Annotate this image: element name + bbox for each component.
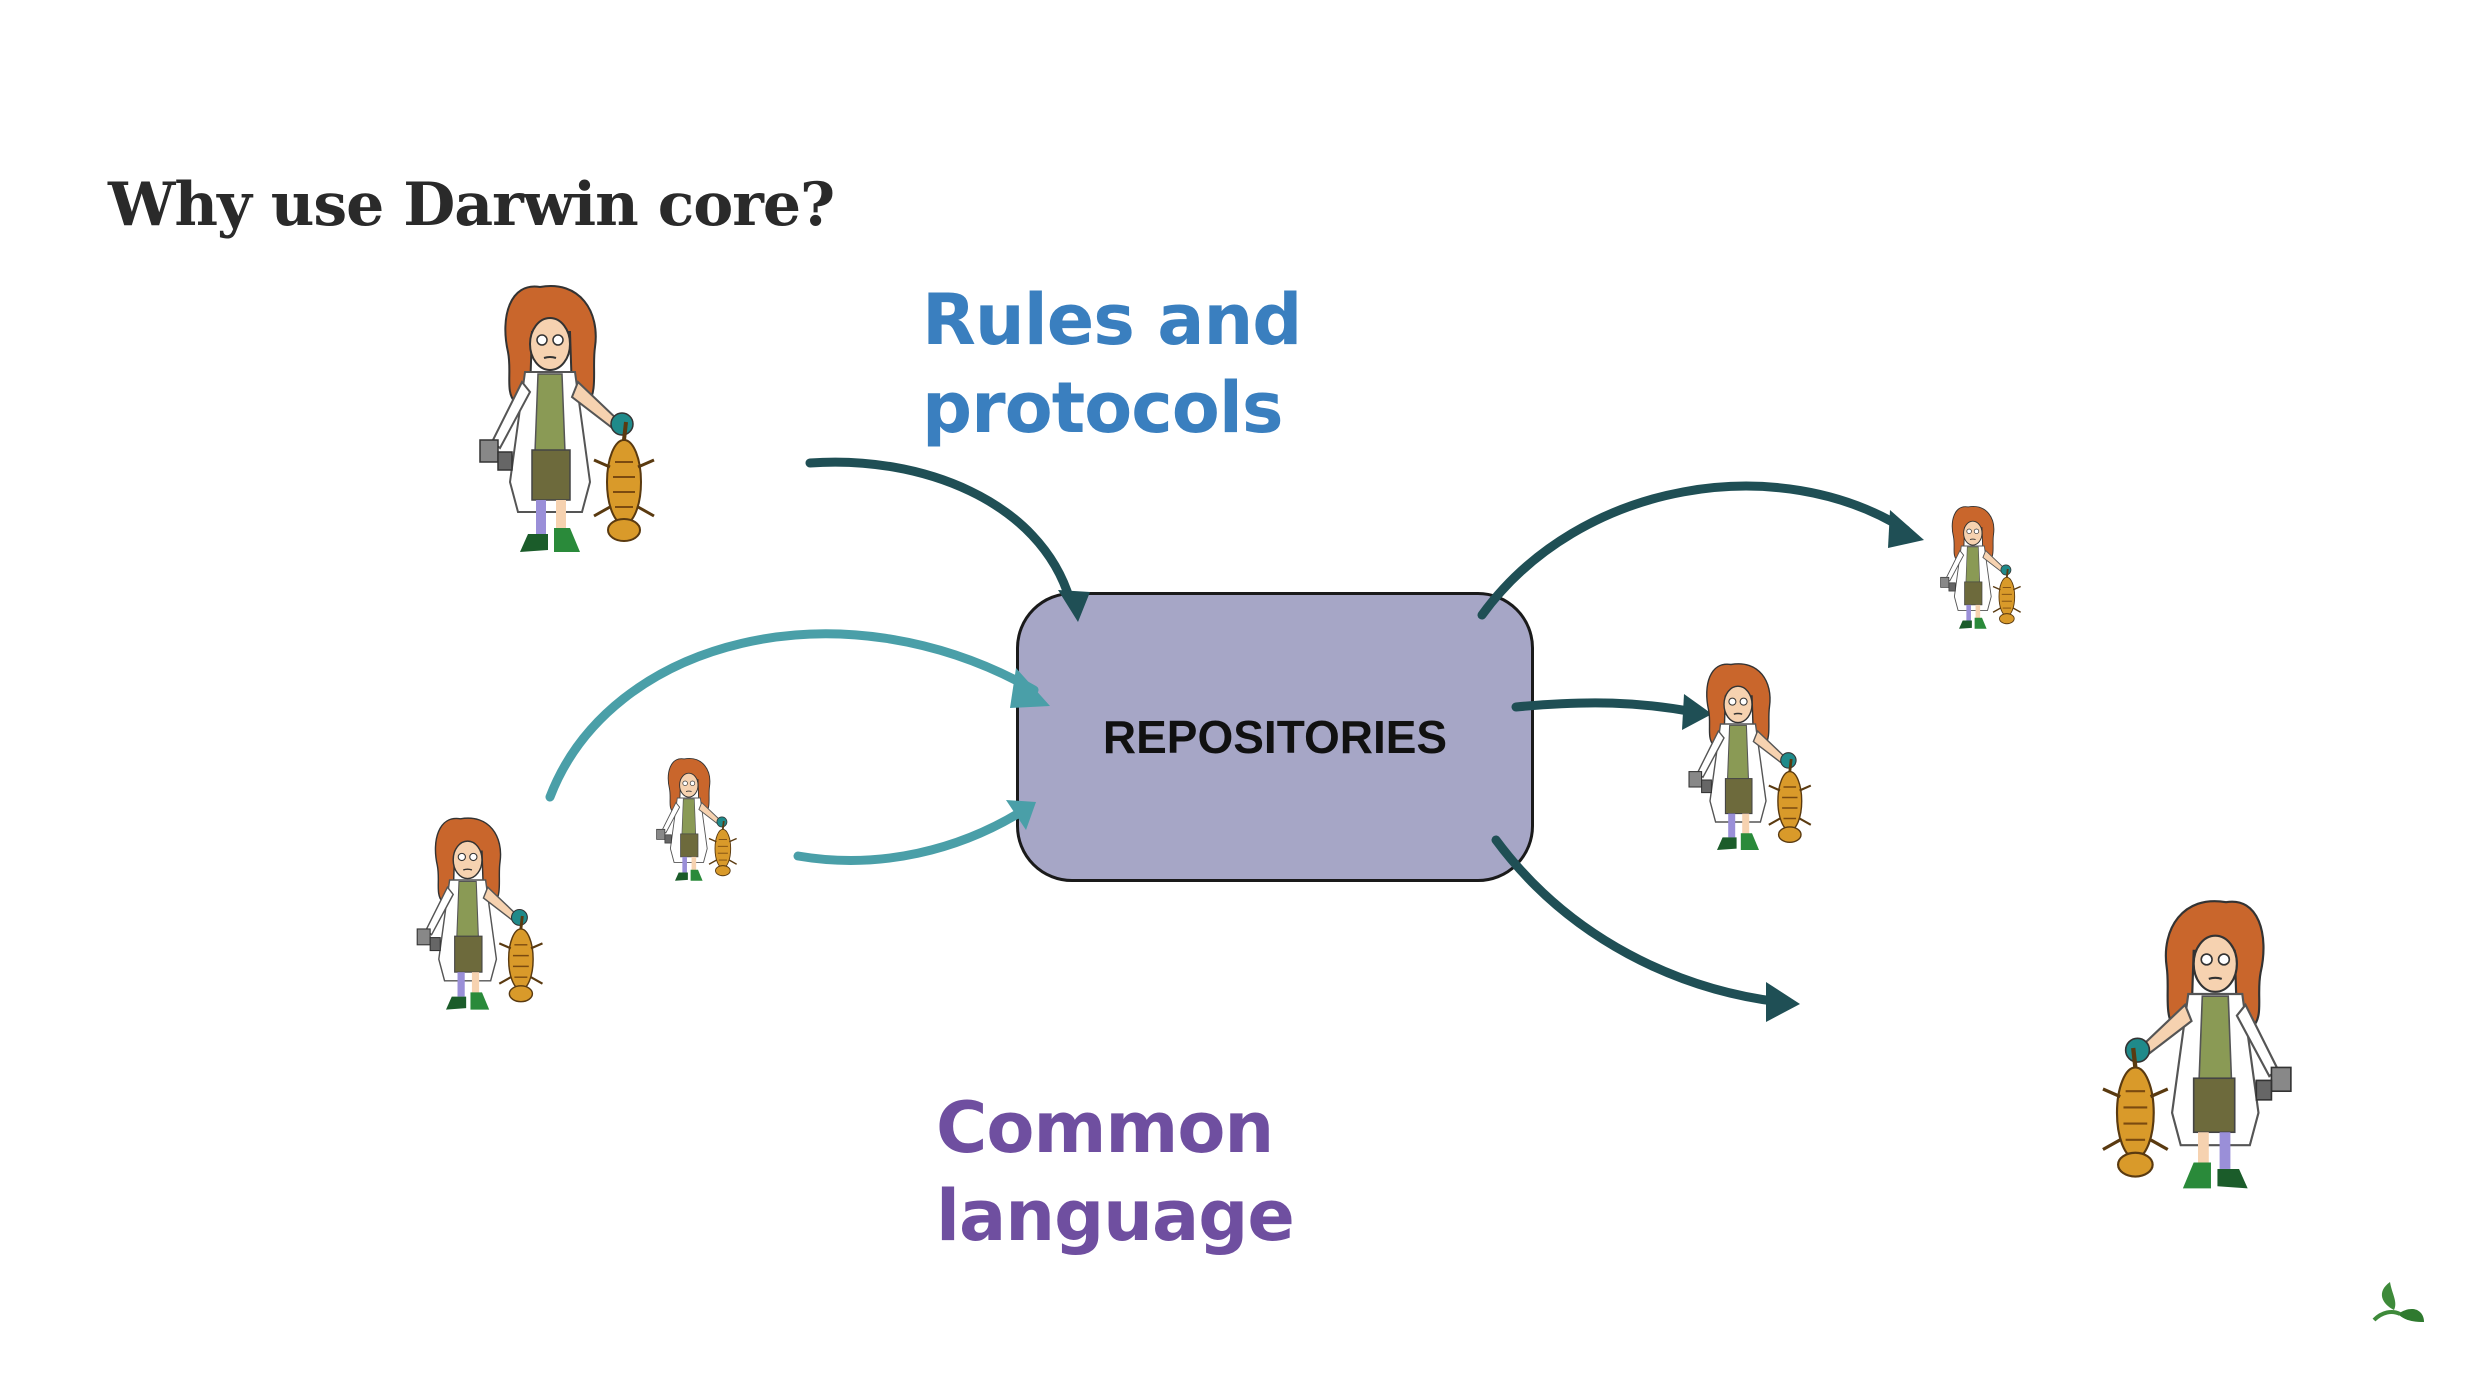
scientist-with-lizard-icon (1687, 662, 1813, 852)
scientist-with-lizard-icon (655, 757, 738, 882)
leaf-logo-icon (2372, 1282, 2424, 1322)
repositories-label: REPOSITORIES (1102, 711, 1448, 763)
slide-title: Why use Darwin core? (108, 170, 835, 240)
rules-and-protocols-label: Rules and protocols (922, 276, 1302, 452)
arrowhead-out-top (1888, 510, 1924, 548)
scientist-with-lizard-icon (415, 816, 544, 1012)
arrowhead-common-lower (1006, 800, 1036, 830)
arrow-out-top (1477, 481, 1911, 620)
common-label-line-2: language (936, 1175, 1295, 1257)
rules-label-line-2: protocols (922, 367, 1284, 449)
rules-label-line-1: Rules and (922, 279, 1302, 361)
arrowhead-common-upper (1010, 668, 1050, 708)
scientist-with-lizard-icon (2103, 901, 2291, 1188)
arrowhead-out-bottom (1766, 982, 1800, 1022)
repositories-box: REPOSITORIES (1016, 592, 1534, 882)
arrow-common-in-upper (545, 629, 1039, 802)
arrowhead-out-middle (1682, 694, 1712, 730)
arrow-rules-in (805, 457, 1075, 605)
common-label-line-1: Common (936, 1087, 1274, 1169)
arrow-out-bottom (1491, 835, 1785, 1007)
arrowhead-rules-in (1058, 590, 1090, 622)
common-language-label: Common language (936, 1084, 1295, 1260)
arrow-out-middle (1511, 698, 1699, 717)
arrow-common-in-lower (793, 805, 1029, 865)
scientist-with-lizard-icon (478, 284, 656, 554)
scientist-with-lizard-icon (1939, 505, 2022, 630)
